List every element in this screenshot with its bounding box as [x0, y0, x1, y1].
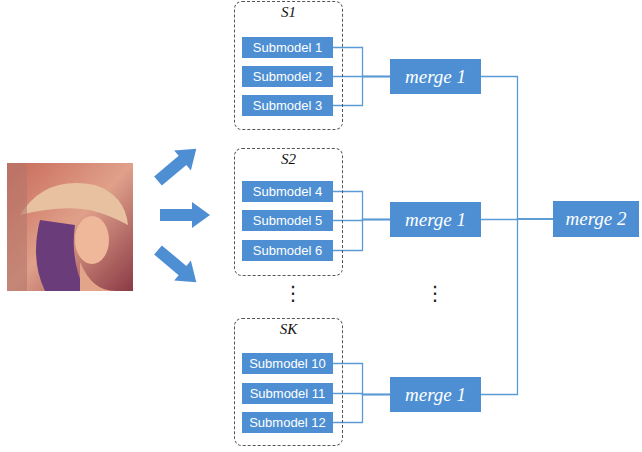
group-box: S1Submodel 1 Submodel 2 Submodel 3: [234, 1, 343, 130]
box-label: Submodel 12: [249, 415, 326, 430]
box-label: Submodel 5: [253, 213, 322, 228]
input-arrows: [150, 139, 210, 292]
ellipsis-mark: ⋮: [425, 281, 445, 305]
group-box: SK Submodel 10 Submodel 11 Submodel 12: [234, 318, 343, 446]
merge-box: merge 1: [390, 377, 481, 412]
box-label: merge 1: [405, 66, 466, 88]
submodel-box: Submodel 4: [242, 181, 333, 202]
connector: [333, 364, 390, 395]
connector: [481, 219, 553, 395]
group-label: SK: [235, 319, 342, 338]
submodel-box: Submodel 12: [242, 412, 333, 433]
box-label: merge 2: [565, 208, 626, 230]
box-label: Submodel 1: [253, 40, 322, 55]
box-label: Submodel 4: [253, 184, 322, 199]
connector: [333, 48, 390, 77]
connector: [333, 220, 390, 251]
merge-box: merge 2: [553, 201, 639, 237]
connector: [333, 192, 390, 220]
connector: [481, 77, 553, 220]
box-label: Submodel 2: [253, 69, 322, 84]
ellipsis-mark: ⋮: [283, 281, 303, 305]
box-label: merge 1: [405, 209, 466, 231]
merge-box: merge 1: [390, 59, 481, 94]
submodel-box: Submodel 2: [242, 66, 333, 87]
group-label: S1: [235, 2, 342, 21]
submodel-box: Submodel 5: [242, 210, 333, 231]
submodel-box: Submodel 1: [242, 37, 333, 58]
group-box: S2Submodel 4 Submodel 5 Submodel 6: [234, 148, 343, 276]
merge-box: merge 1: [390, 202, 481, 237]
box-label: Submodel 11: [250, 386, 326, 401]
submodel-box: Submodel 6: [242, 240, 333, 261]
submodel-box: Submodel 10: [242, 353, 333, 374]
box-label: Submodel 3: [253, 98, 322, 113]
submodel-box: Submodel 3: [242, 95, 333, 116]
box-label: Submodel 6: [253, 243, 322, 258]
submodel-box: Submodel 11: [242, 383, 333, 404]
group-label: S2: [235, 149, 342, 168]
connector: [333, 395, 390, 423]
portrait-image: [7, 163, 133, 291]
connector: [333, 77, 390, 106]
box-label: merge 1: [405, 384, 466, 406]
box-label: Submodel 10: [249, 356, 326, 371]
